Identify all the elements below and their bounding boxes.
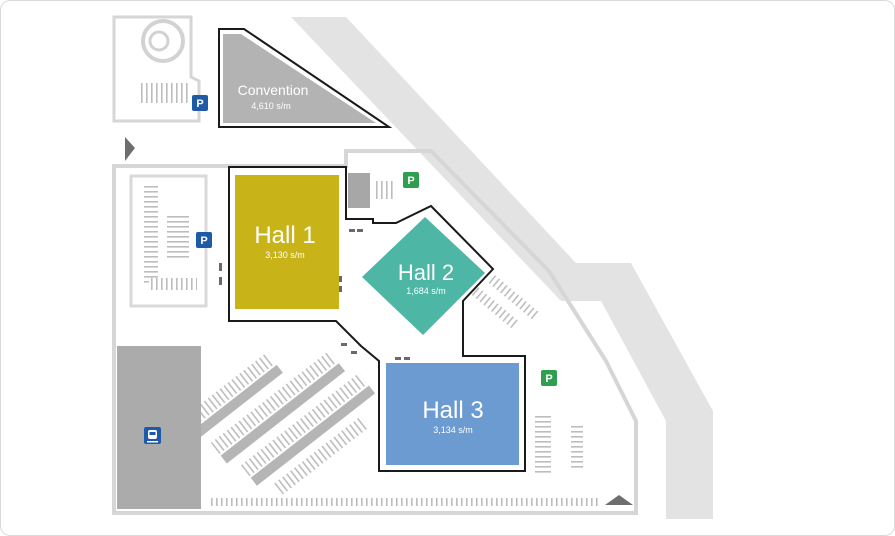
hall-1-area: 3,130 s/m [265, 250, 305, 260]
hall-3-area: 3,134 s/m [433, 425, 473, 435]
parking-icon[interactable]: P [196, 232, 212, 248]
parking-cluster-diagonal [180, 350, 376, 495]
hall-3[interactable] [386, 363, 519, 465]
hall-3-name: Hall 3 [422, 397, 483, 424]
hall-1[interactable] [235, 175, 339, 309]
train-station-icon[interactable] [144, 427, 161, 444]
site-boundary-main [112, 149, 638, 515]
site-boundary-north [112, 15, 201, 123]
parking-stalls-west-c [149, 278, 197, 290]
hall-2[interactable] [362, 217, 485, 335]
hall-2-area: 1,684 s/m [406, 286, 446, 296]
parking-icon-label: P [200, 235, 207, 247]
highway [291, 17, 713, 519]
parking-icon-label: P [407, 175, 414, 187]
convention-area: 4,610 s/m [251, 101, 291, 111]
parking-icon-label: P [196, 98, 203, 110]
parking-stalls-north [141, 83, 189, 103]
hall-2-name: Hall 2 [398, 260, 454, 285]
hall-1-name: Hall 1 [254, 222, 315, 249]
entrance-markers [219, 229, 410, 360]
roundabout [141, 19, 185, 63]
road-arrow-icon [125, 137, 135, 161]
service-building [348, 173, 370, 208]
parking-lot-west-outline [129, 174, 208, 308]
road-arrow-icon [605, 495, 633, 505]
parking-cluster-east [468, 275, 541, 331]
parking-icon[interactable]: P [403, 172, 419, 188]
parking-stalls-west-a [144, 186, 158, 286]
parking-stalls-east-b [571, 426, 583, 471]
convention-hall[interactable] [223, 34, 376, 123]
parking-stalls-east [535, 416, 551, 476]
convention-name: Convention [238, 82, 309, 98]
roundabout-inner [148, 30, 170, 52]
parking-stalls-center [373, 181, 395, 199]
parking-stalls-south [211, 498, 601, 506]
parking-icon[interactable]: P [541, 370, 557, 386]
parking-stalls-west-b [167, 216, 189, 261]
parking-icon-label: P [545, 373, 552, 385]
parking-icon[interactable]: P [192, 95, 208, 111]
